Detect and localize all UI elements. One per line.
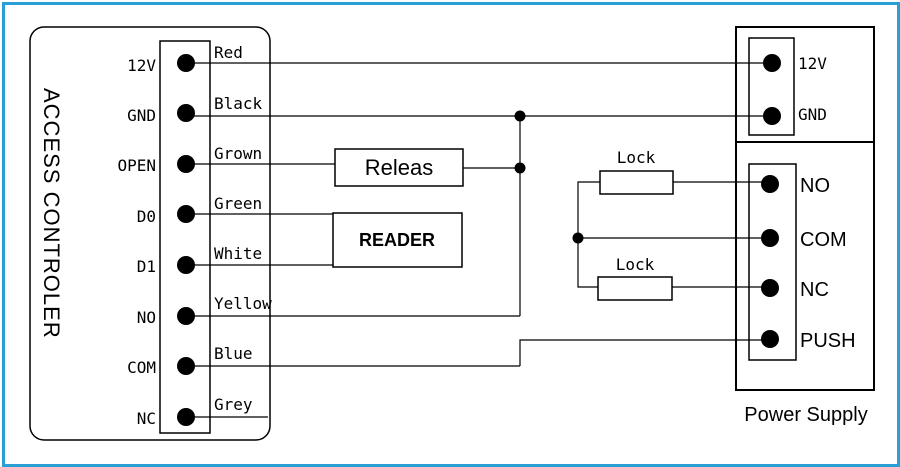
terminal-label: GND — [798, 105, 827, 124]
power-bottom-terminal-1: COM — [761, 229, 847, 251]
terminal-label: NC — [800, 279, 829, 301]
power-bottom-block — [735, 141, 875, 391]
junction-dot-gnd — [514, 110, 526, 122]
lock-bottom-box — [597, 276, 673, 301]
junction-dot-lock — [572, 232, 584, 244]
wire-label: Green — [214, 194, 262, 213]
controller-terminal-6: COM Blue — [127, 344, 520, 377]
power-supply-title: Power Supply — [744, 404, 867, 426]
controller-terminal-5: NO Yellow — [137, 294, 520, 327]
controller-box — [29, 26, 271, 441]
wire-label: White — [214, 244, 262, 263]
power-top-terminal-0: 12V — [763, 54, 827, 73]
terminal-dot — [761, 229, 779, 247]
terminal-dot — [761, 330, 779, 348]
terminal-dot — [761, 175, 779, 193]
power-bottom-terminal-0: NO — [761, 175, 830, 197]
terminal-label: D0 — [137, 207, 156, 226]
lock-top-box — [599, 170, 674, 195]
power-top-strip — [748, 37, 795, 136]
controller-terminal-4: D1 White — [137, 244, 335, 276]
terminal-label: NO — [800, 175, 830, 197]
terminal-dot — [761, 279, 779, 297]
terminal-label: PUSH — [800, 330, 856, 352]
wire-label: Black — [214, 94, 263, 113]
power-bottom-strip — [748, 163, 797, 361]
controller-terminal-0: 12V Red — [127, 43, 765, 75]
terminal-dot — [177, 104, 195, 122]
wire-label: Blue — [214, 344, 253, 363]
terminal-dot — [763, 54, 781, 72]
power-top-block — [735, 26, 875, 143]
terminal-label: 12V — [127, 56, 156, 75]
power-bottom-terminal-3: PUSH — [761, 330, 856, 352]
controller-terminal-2: OPEN Grown — [117, 144, 335, 175]
controller-title: ACCESS CONTROLER — [39, 88, 64, 339]
terminal-label: D1 — [137, 257, 156, 276]
controller-terminal-3: D0 Green — [137, 194, 335, 226]
wire-label: Red — [214, 43, 243, 62]
wire-label: Grey — [214, 395, 253, 414]
junction-dot-release — [514, 162, 526, 174]
lock-top-label: Lock — [617, 148, 656, 167]
power-top-terminal-1: GND — [763, 105, 827, 125]
release-label: Releas — [365, 155, 433, 180]
controller-terminal-strip — [159, 40, 211, 434]
controller-terminal-7: NC Grey — [137, 395, 268, 428]
wire-label: Grown — [214, 144, 262, 163]
terminal-label: 12V — [798, 54, 827, 73]
push-wire — [519, 339, 765, 366]
terminal-label: COM — [800, 229, 847, 251]
wire-label: Yellow — [214, 294, 272, 313]
reader-box — [332, 212, 463, 268]
terminal-label: NO — [137, 308, 156, 327]
controller-terminal-1: GND Black — [127, 94, 765, 125]
terminal-dot — [763, 107, 781, 125]
terminal-label: COM — [127, 358, 156, 377]
terminal-label: GND — [127, 106, 156, 125]
power-bottom-terminal-2: NC — [761, 279, 829, 301]
reader-label: READER — [359, 230, 435, 250]
terminal-label: NC — [137, 409, 156, 428]
terminal-label: OPEN — [117, 156, 156, 175]
lock-bottom-label: Lock — [616, 255, 655, 274]
